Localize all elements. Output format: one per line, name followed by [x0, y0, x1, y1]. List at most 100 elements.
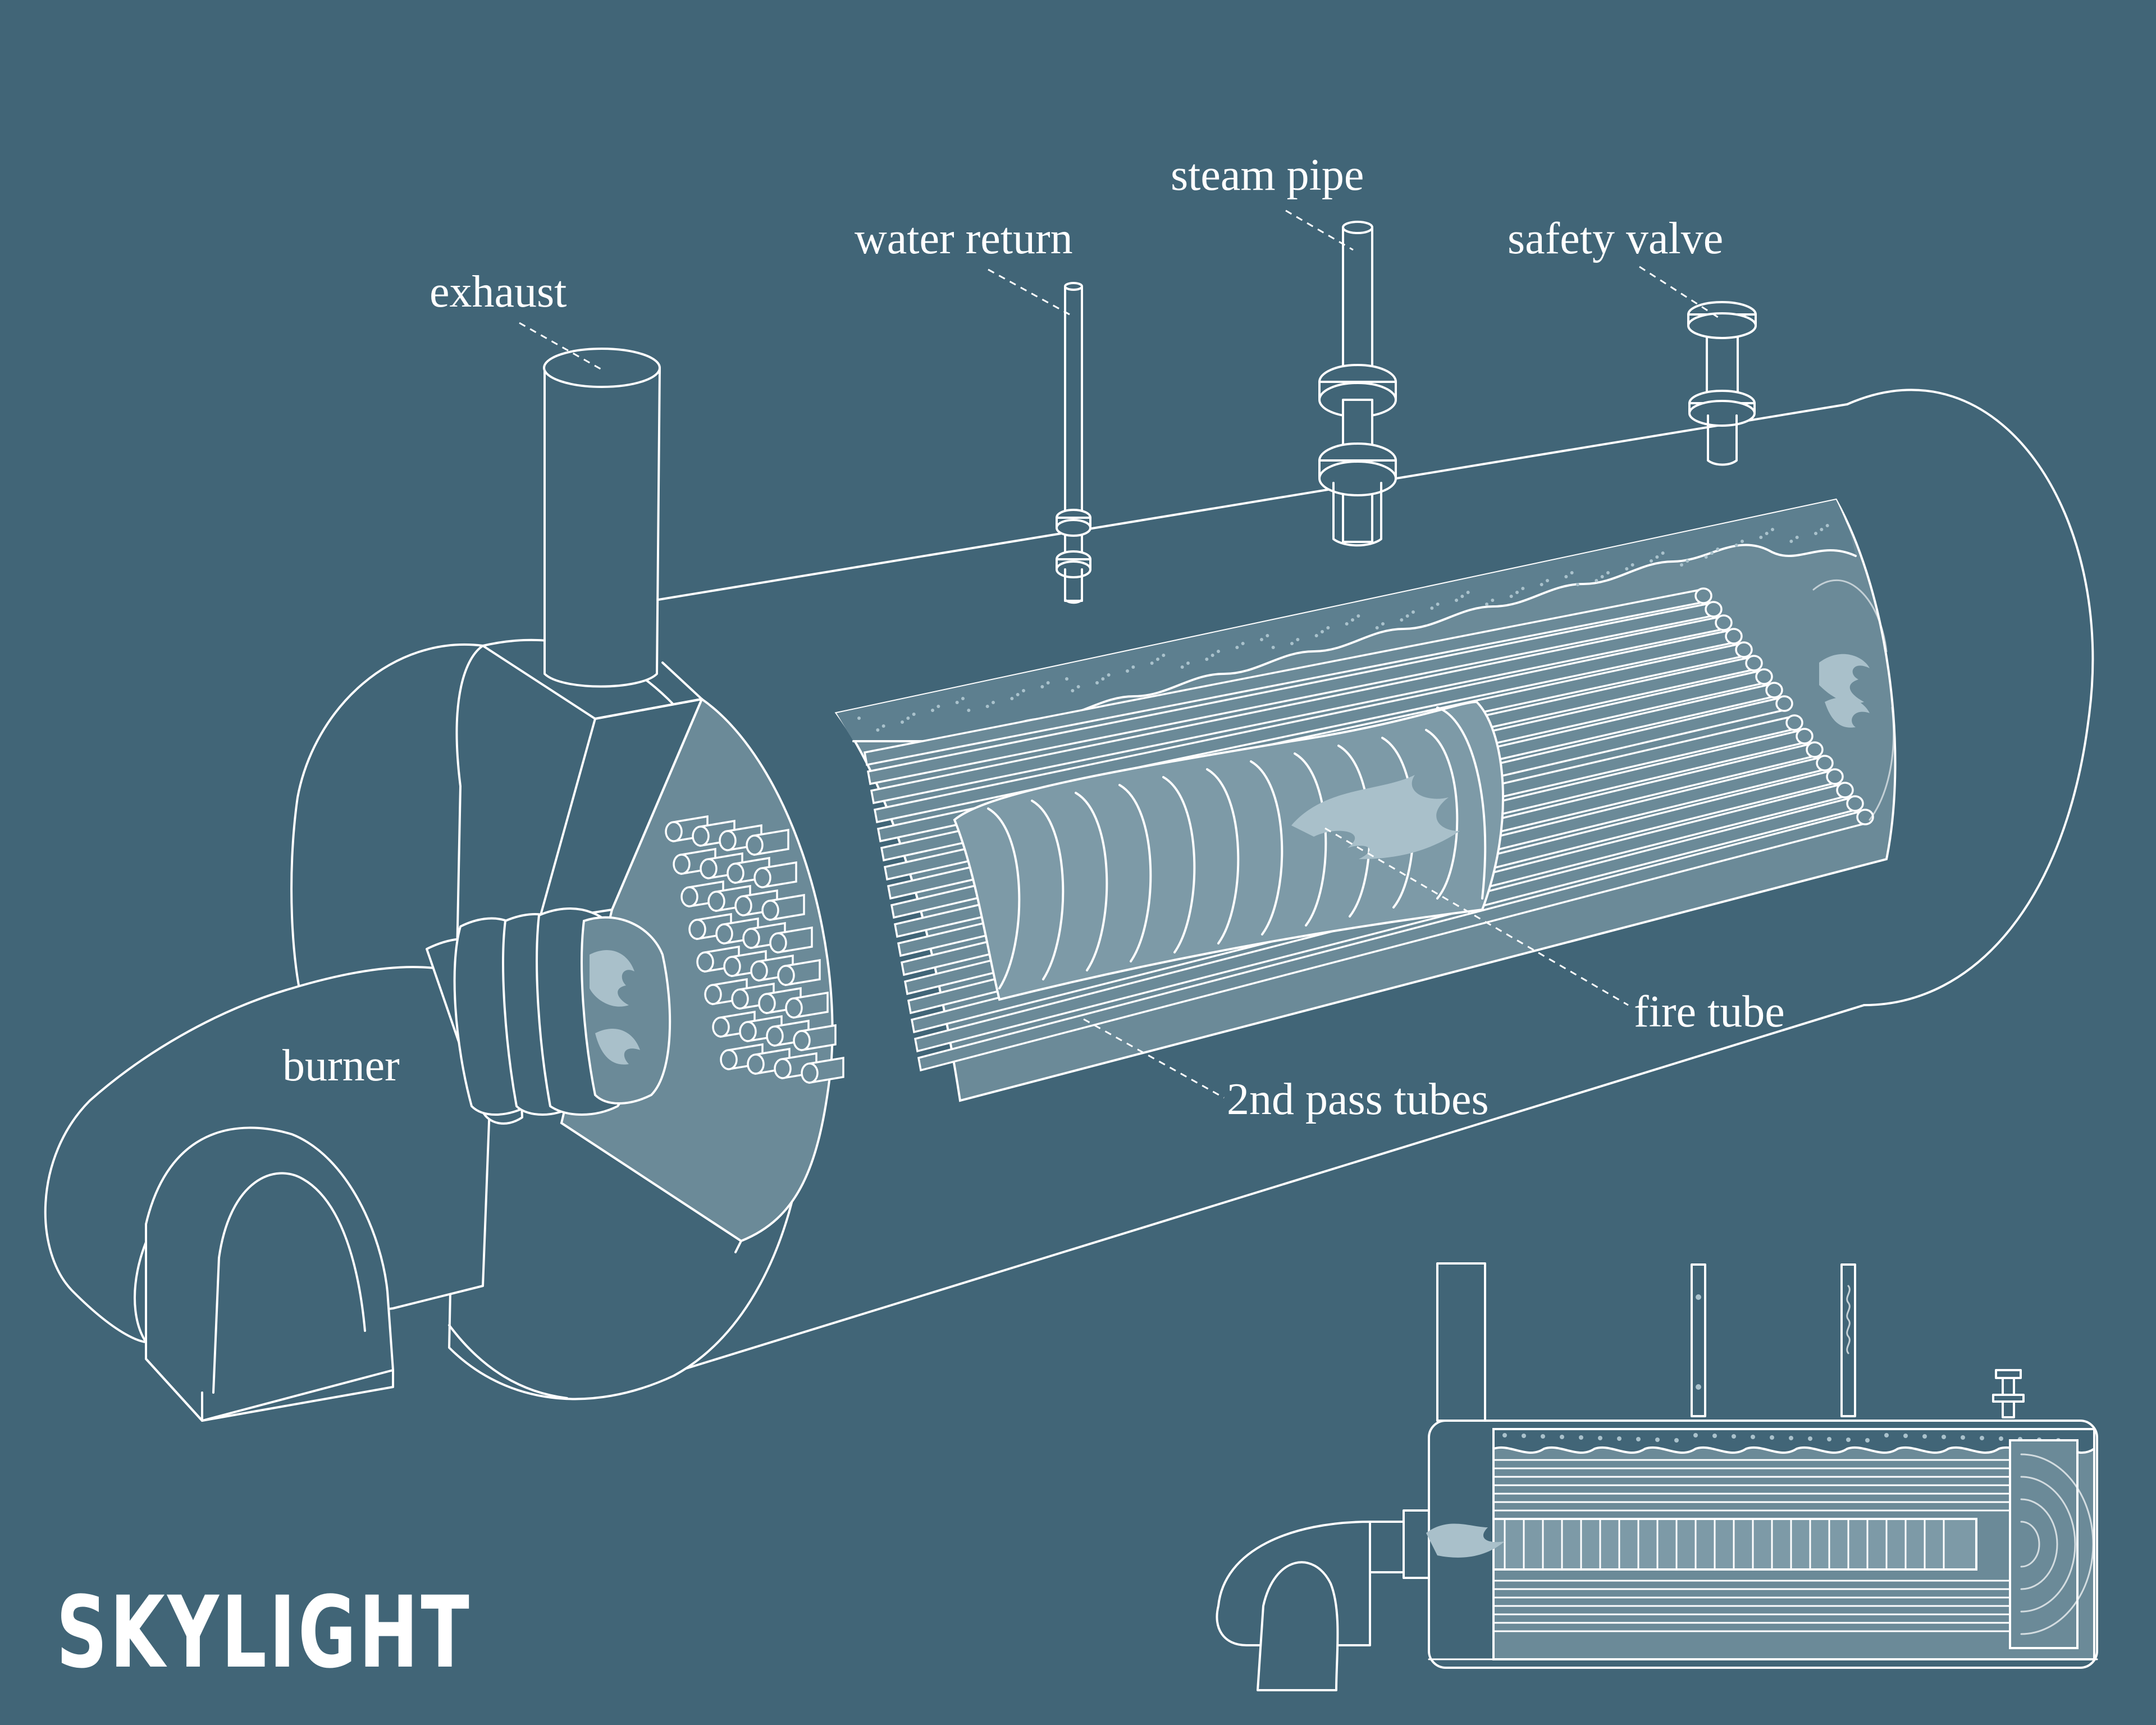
inset-bubble	[1617, 1436, 1621, 1441]
tube-end-cap	[719, 830, 737, 851]
steam-bubble	[1314, 634, 1318, 637]
inset-bubble	[1541, 1434, 1545, 1439]
steam-bubble	[1076, 685, 1080, 688]
rear-chamber	[1812, 579, 1895, 821]
label-2nd-pass-tubes: 2nd pass tubes	[1227, 1075, 1489, 1124]
steam-bubble	[881, 724, 885, 728]
steam-bubble	[1576, 583, 1579, 586]
tube-end-cap	[774, 1058, 792, 1079]
steam-bubble	[1131, 665, 1135, 669]
steam-bubble	[985, 705, 989, 708]
steam-bubble	[1065, 677, 1068, 681]
front-tube-ends	[665, 815, 844, 1084]
fire-tube-corrugation	[1162, 776, 1196, 953]
steam-bubble	[1680, 563, 1683, 567]
steam-bubble	[1211, 654, 1214, 657]
inset-bubble	[1732, 1434, 1736, 1439]
steam-bubble	[1271, 646, 1275, 649]
leader-fire-tube	[1324, 827, 1629, 1006]
steam-bubble	[1101, 677, 1105, 681]
steam-bubble	[1321, 630, 1324, 633]
tube-end-cap	[747, 1053, 765, 1075]
pass-tube-end	[1806, 741, 1824, 758]
pass-tube-end	[1846, 795, 1864, 812]
label-steam-pipe: steam pipe	[1171, 150, 1364, 200]
steam-bubble	[1016, 693, 1020, 696]
steam-bubble	[1351, 618, 1354, 622]
tube-end-cap	[715, 923, 733, 944]
inset-flow-arc	[2020, 1476, 2076, 1613]
fire-tube	[953, 700, 1504, 1001]
fire-tube-corrugation	[1118, 784, 1152, 962]
steam-bubble	[1381, 622, 1385, 626]
tube-end-cap	[704, 984, 722, 1005]
steam-bubble	[1564, 575, 1568, 578]
steam-bubble	[1650, 559, 1653, 563]
steam-bubble	[1405, 614, 1409, 618]
inset-bubble	[1693, 1433, 1698, 1438]
tube-end-cap	[731, 988, 749, 1010]
steam-bubble	[906, 717, 910, 720]
tube-end-cap	[777, 965, 795, 986]
steam-bubble	[1040, 685, 1044, 688]
steam-bubble	[1814, 532, 1817, 535]
steam-bubble	[1266, 634, 1269, 637]
safety-valve	[1687, 301, 1757, 466]
steam-bubble	[1107, 673, 1111, 677]
steam-bubble	[1630, 563, 1634, 567]
inset-bubble	[1751, 1435, 1755, 1439]
pass-tube-end	[1785, 714, 1803, 731]
steam-bubble	[1126, 669, 1129, 673]
label-water-return: water return	[855, 214, 1073, 263]
tube-end-cap	[707, 891, 725, 912]
steam-bubble	[1217, 650, 1220, 653]
pass-tube-end	[1856, 809, 1874, 825]
steam-bubble	[1485, 603, 1488, 606]
fire-tube-corrugation	[1425, 729, 1459, 900]
steam-bubble	[912, 713, 916, 716]
steam-bubble	[1162, 654, 1166, 657]
steam-bubble	[1430, 606, 1434, 610]
steam-bubble	[1241, 642, 1245, 645]
tube-end-cap	[692, 825, 710, 847]
steam-bubble	[1509, 595, 1513, 598]
steam-bubble	[1235, 646, 1239, 649]
leader-lines	[519, 209, 1719, 1099]
pass-tube-end	[1765, 682, 1783, 699]
steam-bubble	[1296, 638, 1300, 641]
tube-end-cap	[723, 956, 741, 977]
inset-bubble	[1999, 1436, 2003, 1441]
tube-end-cap	[665, 821, 683, 842]
pass-tube-end	[1816, 755, 1834, 772]
steam-bubble	[1436, 603, 1440, 606]
steam-bubble	[1540, 583, 1543, 586]
steam-bubble	[1071, 689, 1075, 692]
tube-end-cap	[680, 886, 698, 907]
tube-end-cap	[753, 867, 771, 888]
steam-bubble	[955, 701, 959, 704]
fire-tube-corrugation	[1075, 792, 1108, 971]
fire-tube-corrugation	[1250, 760, 1283, 935]
inset-bubble	[1522, 1434, 1526, 1438]
steam-bubble	[1400, 618, 1404, 622]
steam-bubble	[1741, 540, 1744, 543]
steam-bubble	[1150, 661, 1154, 665]
steam-bubble	[1595, 579, 1598, 582]
steam-bubble	[876, 728, 880, 732]
tube-end-cap	[739, 1021, 757, 1042]
steam-bubble	[1260, 638, 1263, 641]
inset-flow-arc	[2020, 1453, 2094, 1635]
steam-bubble	[1716, 547, 1720, 551]
steam-bubble	[992, 701, 995, 704]
pass-tube-end	[1694, 587, 1712, 604]
inset-bubble	[1636, 1437, 1641, 1441]
leader-steam-pipe	[1285, 209, 1354, 251]
steam-bubble	[1655, 555, 1659, 559]
label-burner: burner	[282, 1041, 400, 1090]
steam-bubble	[1825, 524, 1829, 527]
inset-flow-arc	[2020, 1521, 2040, 1568]
inset-bubble	[1827, 1437, 1831, 1441]
steam-bubble	[1759, 536, 1763, 539]
steam-bubble	[937, 705, 940, 708]
